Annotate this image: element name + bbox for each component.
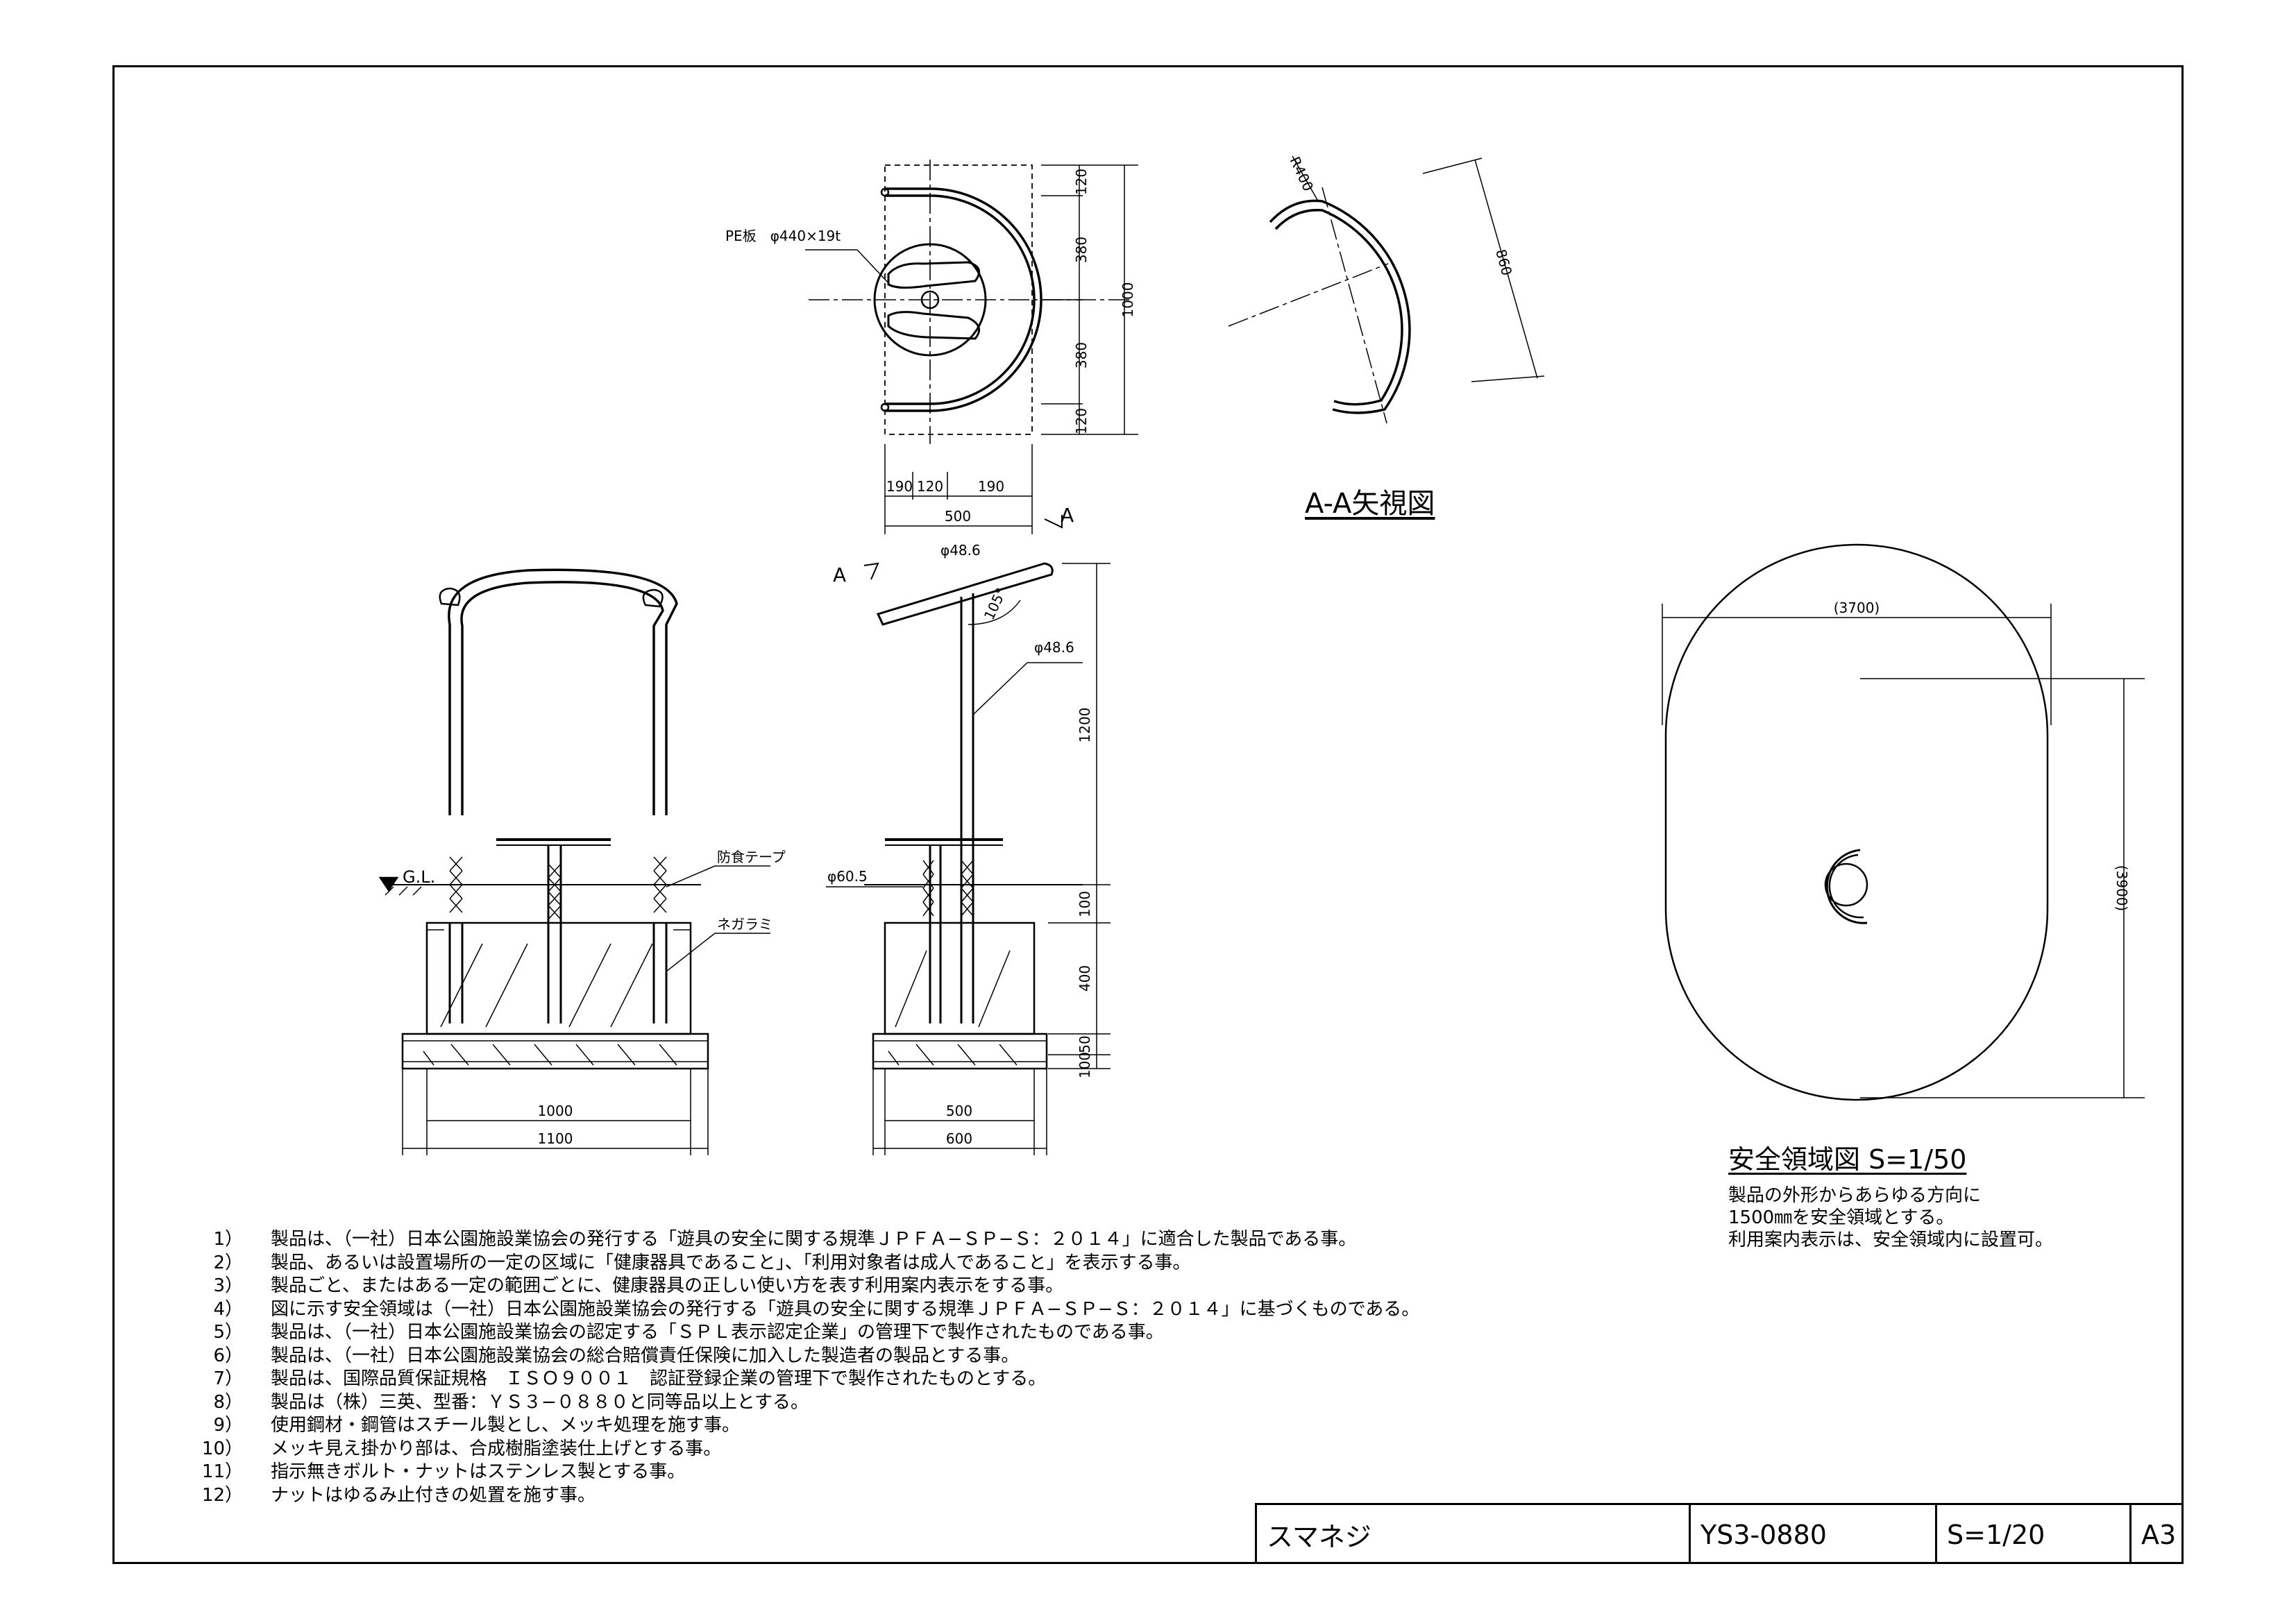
dim-total: 1000 xyxy=(1120,282,1136,318)
section-a-side: A xyxy=(833,563,846,586)
side-dim-100b: 100 xyxy=(1077,1052,1093,1078)
dim-r1: 120 xyxy=(1073,169,1090,195)
safety-line: 利用案内表示は、安全領域内に設置可。 xyxy=(1728,1230,2054,1250)
note-text: 製品、あるいは設置場所の一定の区域に「健康器具であること」、「利用対象者は成人で… xyxy=(271,1252,1191,1273)
side-dim-inner: 500 xyxy=(946,1103,972,1119)
note-item: 4） 図に示す安全領域は（一社）日本公園施設業協会の発行する「遊具の安全に関する規… xyxy=(167,1298,1419,1322)
safety-description: 製品の外形からあらゆる方向に 1500㎜を安全領域とする。 利用案内表示は、安全… xyxy=(1728,1184,2053,1251)
pipe-mid: φ48.6 xyxy=(1034,639,1074,656)
front-dim-outer: 1100 xyxy=(538,1130,573,1147)
note-text: 製品は、（一社）日本公園施設業協会の総合賠償責任保険に加入した製造者の製品とする… xyxy=(271,1345,1020,1366)
side-dim-50: 50 xyxy=(1077,1035,1093,1053)
pipe-top: φ48.6 xyxy=(940,542,981,559)
dim-r2: 380 xyxy=(1073,237,1090,263)
side-dim-100a: 100 xyxy=(1077,891,1093,917)
product-name: スマネジ xyxy=(1257,1505,1691,1564)
note-item: 1） 製品は、（一社）日本公園施設業協会の発行する「遊具の安全に関する規準ＪＰＦＡ… xyxy=(167,1228,1419,1252)
root-label: ネガラミ xyxy=(717,916,773,933)
side-dim-outer: 600 xyxy=(946,1130,972,1147)
safety-area xyxy=(1662,543,2145,1101)
note-item: 12） ナットはゆるみ止付きの処置を施す事。 xyxy=(167,1484,1419,1508)
model-number: YS3-0880 xyxy=(1691,1505,1937,1564)
note-number: 1） xyxy=(213,1229,243,1250)
dim-r3: 380 xyxy=(1073,342,1090,368)
note-number: 11） xyxy=(201,1461,243,1482)
safety-height: (3900) xyxy=(2113,865,2130,912)
note-item: 5） 製品は、（一社）日本公園施設業協会の認定する「ＳＰＬ表示認定企業」の管理下で… xyxy=(167,1321,1419,1345)
pe-label: PE板 φ440×19t xyxy=(725,228,841,244)
note-text: ナットはゆるみ止付きの処置を施す事。 xyxy=(271,1484,596,1506)
safety-line: 1500㎜を安全領域とする。 xyxy=(1728,1207,1955,1228)
front-view xyxy=(378,568,770,1155)
note-number: 3） xyxy=(213,1275,243,1296)
note-number: 7） xyxy=(213,1368,243,1389)
dim-r4: 120 xyxy=(1073,408,1090,434)
dim-b1: 190 xyxy=(886,478,913,495)
aa-dim: 860 xyxy=(1492,248,1515,278)
note-item: 7） 製品は、国際品質保証規格 ＩＳＯ９００１ 認証登録企業の管理下で製作されたも… xyxy=(167,1368,1419,1391)
note-text: 図に示す安全領域は（一社）日本公園施設業協会の発行する「遊具の安全に関する規準Ｊ… xyxy=(271,1298,1420,1320)
note-number: 8） xyxy=(213,1391,243,1413)
post-dia: φ60.5 xyxy=(827,868,868,885)
note-text: 製品は、（一社）日本公園施設業協会の認定する「ＳＰＬ表示認定企業」の管理下で製作… xyxy=(271,1322,1164,1343)
title-block: スマネジ YS3-0880 S=1/20 A3 xyxy=(1255,1503,2184,1564)
dim-b3: 190 xyxy=(978,478,1004,495)
side-dim-400: 400 xyxy=(1077,965,1093,992)
note-text: 製品は（株）三英、型番：ＹＳ３−０８８０と同等品以上とする。 xyxy=(271,1391,809,1413)
dim-width: 500 xyxy=(945,508,971,525)
note-number: 10） xyxy=(201,1438,243,1459)
aa-view xyxy=(1228,155,1545,424)
note-number: 5） xyxy=(213,1322,243,1343)
note-number: 2） xyxy=(213,1252,243,1273)
note-text: 指示無きボルト・ナットはステンレス製とする事。 xyxy=(271,1461,686,1482)
safety-area-caption: 安全領域図 S=1/50 製品の外形からあらゆる方向に 1500㎜を安全領域とす… xyxy=(1728,1138,2053,1251)
drawing-scale: S=1/20 xyxy=(1937,1505,2132,1564)
angle-label: 105° xyxy=(981,585,1010,622)
drawing-labels: PE板 φ440×19t 120 380 380 120 1000 190 12… xyxy=(403,154,2130,1147)
note-text: 製品は、国際品質保証規格 ＩＳＯ９００１ 認証登録企業の管理下で製作されたものと… xyxy=(271,1368,1047,1389)
note-item: 6） 製品は、（一社）日本公園施設業協会の総合賠償責任保険に加入した製造者の製品と… xyxy=(167,1345,1419,1368)
side-view xyxy=(826,562,1111,1155)
gl-label: G.L. xyxy=(403,867,435,887)
note-text: 製品は、（一社）日本公園施設業協会の発行する「遊具の安全に関する規準ＪＰＦＡ−Ｓ… xyxy=(271,1229,1357,1250)
dim-b2: 120 xyxy=(917,478,943,495)
tape-label: 防食テープ xyxy=(717,849,786,865)
note-item: 8） 製品は（株）三英、型番：ＹＳ３−０８８０と同等品以上とする。 xyxy=(167,1391,1419,1415)
note-item: 2） 製品、あるいは設置場所の一定の区域に「健康器具であること」、「利用対象者は成… xyxy=(167,1252,1419,1275)
safety-title: 安全領域図 S=1/50 xyxy=(1728,1144,1967,1175)
note-text: 使用鋼材・鋼管はスチール製とし、メッキ処理を施す事。 xyxy=(271,1415,741,1436)
note-number: 4） xyxy=(213,1298,243,1320)
note-item: 10） メッキ見え掛かり部は、合成樹脂塗装仕上げとする事。 xyxy=(167,1438,1419,1461)
front-dim-inner: 1000 xyxy=(538,1103,573,1119)
notes-list: 1） 製品は、（一社）日本公園施設業協会の発行する「遊具の安全に関する規準ＪＰＦＡ… xyxy=(167,1228,1419,1507)
paper-size: A3 xyxy=(2141,1519,2177,1550)
note-item: 11） 指示無きボルト・ナットはステンレス製とする事。 xyxy=(167,1461,1419,1484)
safety-width: (3700) xyxy=(1834,600,1880,616)
note-text: メッキ見え掛かり部は、合成樹脂塗装仕上げとする事。 xyxy=(271,1438,722,1459)
note-number: 6） xyxy=(213,1345,243,1366)
note-number: 9） xyxy=(213,1415,243,1436)
note-text: 製品ごと、またはある一定の範囲ごとに、健康器具の正しい使い方を表す利用案内表示を… xyxy=(271,1275,1064,1296)
drawing-frame xyxy=(112,65,2184,1564)
note-number: 12） xyxy=(201,1484,243,1506)
aa-view-title: A-A矢視図 xyxy=(1305,488,1435,520)
top-view xyxy=(805,160,1138,534)
note-item: 3） 製品ごと、またはある一定の範囲ごとに、健康器具の正しい使い方を表す利用案内表… xyxy=(167,1275,1419,1298)
radius-label: R400 xyxy=(1286,154,1317,194)
note-item: 9） 使用鋼材・鋼管はスチール製とし、メッキ処理を施す事。 xyxy=(167,1414,1419,1438)
section-a-top: A xyxy=(1061,504,1074,527)
side-dim-1200: 1200 xyxy=(1077,708,1093,743)
safety-line: 製品の外形からあらゆる方向に xyxy=(1728,1185,1982,1206)
